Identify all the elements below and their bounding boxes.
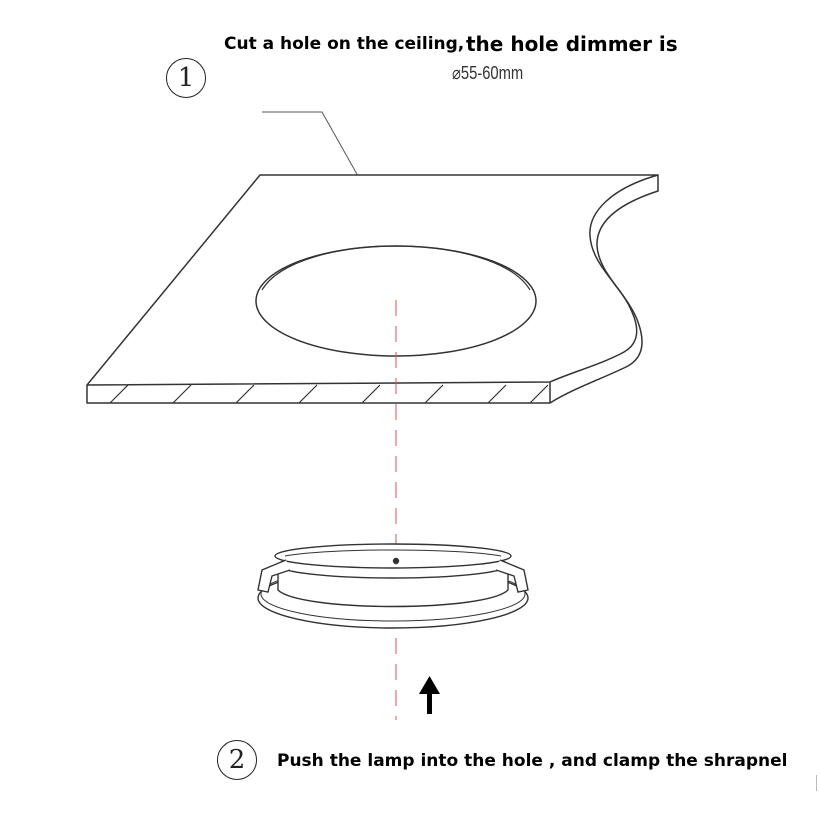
edge-mark (816, 775, 817, 791)
step-2-number-badge: 2 (217, 740, 257, 780)
push-arrow (419, 676, 440, 714)
step-1-instruction-a: Cut a hole on the ceiling, (224, 34, 465, 54)
panel-hatching (109, 384, 549, 404)
step-2-instruction: Push the lamp into the hole , and clamp … (277, 751, 788, 771)
step-1-number-badge: 1 (166, 58, 206, 98)
step-1-number: 1 (177, 63, 195, 93)
recessed-lamp (257, 543, 529, 629)
hole-dimension-label: ⌀55-60mm (452, 63, 524, 83)
step-2-number: 2 (228, 745, 246, 775)
step-1-instruction-b: the hole dimmer is (466, 32, 678, 56)
